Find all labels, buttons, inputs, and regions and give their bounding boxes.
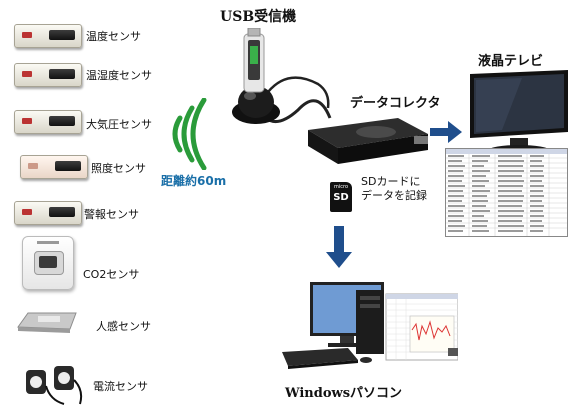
arrow-to-tv-icon	[430, 121, 462, 143]
data-collector-title: データコレクタ	[350, 96, 441, 111]
pressure-sensor-device	[14, 110, 82, 134]
microsd-card-icon: micro SD	[330, 182, 352, 212]
windows-pc-device	[282, 282, 458, 369]
usb-receiver-device	[232, 28, 332, 124]
sensor-label-temperature: 温度センサ	[86, 30, 141, 43]
lcd-tv-device	[470, 70, 568, 155]
tv-title: 液晶テレビ	[478, 54, 544, 69]
sd-note-line2: データを記録	[361, 189, 427, 202]
wireless-signal-icon	[172, 98, 207, 170]
pc-title: Windowsパソコン	[285, 386, 403, 401]
data-table-screenshot	[445, 148, 568, 237]
sensor-label-current: 電流センサ	[93, 380, 148, 393]
arrow-down-icon	[326, 226, 352, 268]
microsd-sd-text: SD	[333, 192, 349, 203]
usb-receiver-title: USB受信機	[220, 9, 297, 25]
motion-sensor-device	[17, 312, 77, 333]
temperature-sensor-device	[14, 24, 82, 48]
distance-label: 距離約60m	[161, 174, 227, 188]
sensor-label-motion: 人感センサ	[96, 320, 151, 333]
sensor-label-illuminance: 照度センサ	[91, 162, 146, 175]
current-sensor-device	[26, 366, 83, 405]
sensor-label-temp-humidity: 温湿度センサ	[86, 69, 152, 82]
sensor-label-pressure: 大気圧センサ	[86, 118, 152, 131]
sensor-label-co2: CO2センサ	[83, 268, 140, 281]
co2-sensor-device	[22, 236, 74, 290]
data-collector-device	[308, 118, 428, 164]
temp-humidity-sensor-device	[14, 63, 82, 87]
alarm-sensor-device	[14, 201, 82, 225]
illuminance-sensor-device	[20, 155, 88, 179]
microsd-brand-text: micro	[333, 184, 348, 190]
sd-note-line1: SDカードに	[361, 175, 421, 188]
sensor-label-alarm: 警報センサ	[84, 208, 139, 221]
